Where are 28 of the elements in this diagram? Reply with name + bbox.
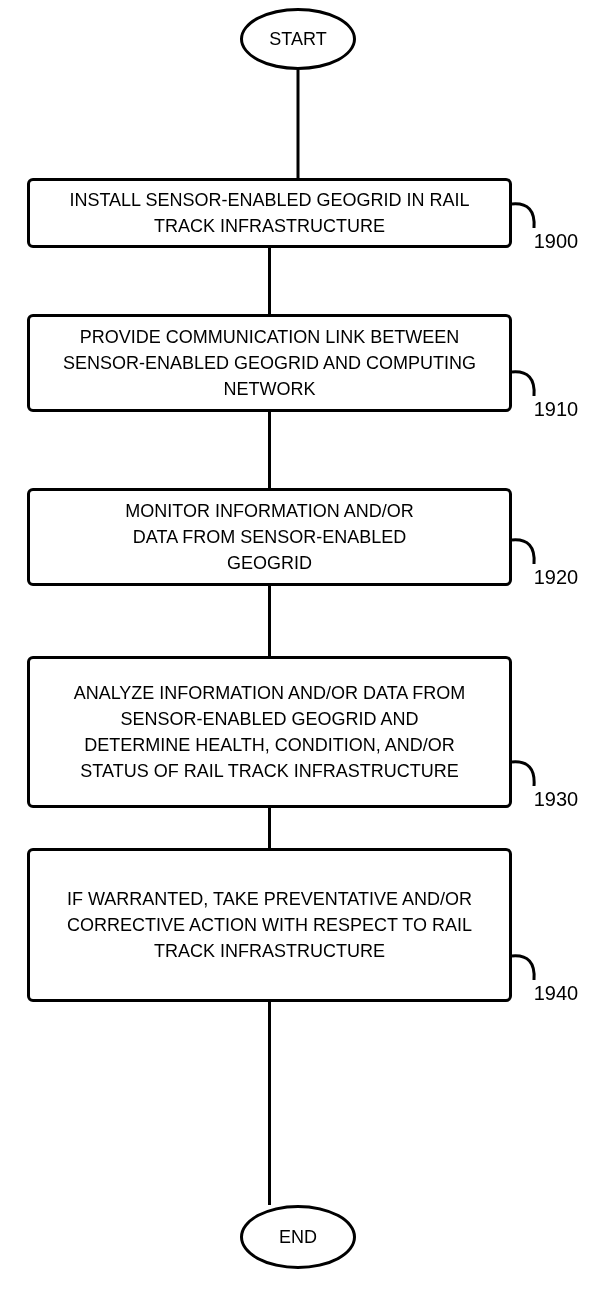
reference-number: 1900 xyxy=(528,226,584,256)
leader-line xyxy=(511,370,536,397)
reference-number: 1910 xyxy=(528,394,584,424)
connector-line xyxy=(268,412,271,488)
connector-line xyxy=(268,1002,271,1205)
reference-number: 1940 xyxy=(528,978,584,1008)
leader-line xyxy=(511,954,536,981)
step-text: IF WARRANTED, TAKE PREVENTATIVE AND/OR CORRECTIVE ACTION WITH RESPECT TO RAIL TRACK INFRASTRUCTURE xyxy=(65,888,474,963)
process-box xyxy=(27,178,512,248)
process-box xyxy=(27,656,512,808)
step-text: MONITOR INFORMATION AND/OR DATA FROM SENSOR-ENABLED GEOGRID xyxy=(124,500,415,575)
leader-line xyxy=(511,760,536,787)
step-text: ANALYZE INFORMATION AND/OR DATA FROM SENSOR-ENABLED GEOGRID AND DETERMINE HEALTH, CONDITION, AND/OR STATUS OF RAIL TRACK INFRASTRUCTURE xyxy=(72,682,467,783)
reference-number: 1920 xyxy=(528,562,584,592)
step-text: PROVIDE COMMUNICATION LINK BETWEEN SENSOR-ENABLED GEOGRID AND COMPUTING NETWORK xyxy=(61,326,478,401)
connector-line xyxy=(268,808,271,848)
reference-number: 1930 xyxy=(528,784,584,814)
step-text: END xyxy=(279,1226,317,1249)
connector-line xyxy=(268,586,271,656)
process-box xyxy=(27,314,512,412)
connector-line xyxy=(296,70,300,178)
connector-line xyxy=(268,248,271,314)
process-box xyxy=(27,848,512,1002)
process-box xyxy=(27,488,512,586)
leader-line xyxy=(511,538,536,565)
leader-line xyxy=(511,202,536,229)
step-text: INSTALL SENSOR-ENABLED GEOGRID IN RAIL TRACK INFRASTRUCTURE xyxy=(68,189,471,238)
step-text: START xyxy=(269,28,327,51)
